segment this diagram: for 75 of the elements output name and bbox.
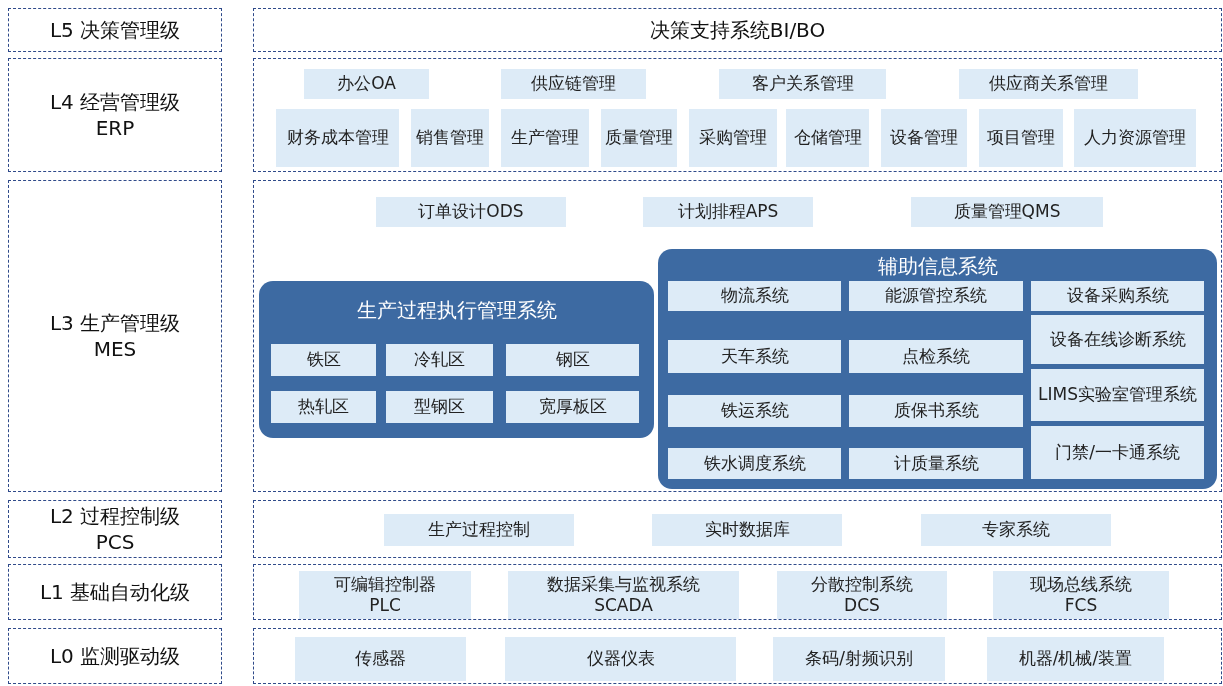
layer-panel	[253, 500, 1222, 558]
module-box: 门禁/一卡通系统	[1031, 426, 1204, 479]
module-box	[508, 571, 739, 619]
module-box: 宽厚板区	[506, 391, 639, 423]
module-box: 热轧区	[271, 391, 376, 423]
panel-title: 生产过程执行管理系统	[355, 297, 558, 324]
module-box: 铁区	[271, 344, 376, 376]
module-box	[299, 571, 471, 619]
system-panel	[658, 249, 1217, 489]
text-line: 现场总线系统	[1030, 573, 1132, 595]
module-box: 铁运系统	[668, 395, 841, 427]
level-label-box: L5 决策管理级	[8, 8, 222, 52]
module-box: 计质量系统	[849, 448, 1023, 479]
module-box: 客户关系管理	[719, 69, 886, 99]
module-box: LIMS实验室管理系统	[1031, 369, 1204, 421]
layer-panel	[253, 564, 1222, 620]
module-box: 机器/机械/装置	[987, 637, 1164, 681]
module-box: 实时数据库	[652, 514, 842, 546]
text-line: MES	[93, 336, 137, 362]
module-box: 钢区	[506, 344, 639, 376]
module-box: 点检系统	[849, 340, 1023, 373]
module-box	[777, 571, 947, 619]
module-box: 仓储管理	[786, 109, 869, 167]
module-box: 设备在线诊断系统	[1031, 315, 1204, 364]
module-box: 型钢区	[386, 391, 493, 423]
module-box: 采购管理	[689, 109, 777, 167]
module-box: 项目管理	[979, 109, 1063, 167]
module-box: 生产过程控制	[384, 514, 574, 546]
module-box: 仪器仪表	[505, 637, 736, 681]
module-box: 供应链管理	[501, 69, 646, 99]
text-line: 可编辑控制器	[334, 573, 436, 595]
module-box: 设备采购系统	[1031, 281, 1204, 311]
module-box: 专家系统	[921, 514, 1111, 546]
level-label-box	[8, 58, 222, 172]
module-box: 传感器	[295, 637, 466, 681]
level-label-box	[8, 180, 222, 492]
module-box: 销售管理	[411, 109, 489, 167]
level-label-box: L0 监测驱动级	[8, 628, 222, 684]
module-box: 办公OA	[304, 69, 429, 99]
module-box	[993, 571, 1169, 619]
module-box: 质量管理	[601, 109, 677, 167]
module-box: 质保书系统	[849, 395, 1023, 427]
module-box: 质量管理QMS	[911, 197, 1103, 227]
module-box: 能源管控系统	[849, 281, 1023, 311]
module-box: 设备管理	[881, 109, 967, 167]
level-label-box	[8, 500, 222, 558]
text-line: DCS	[844, 595, 880, 617]
module-box: 冷轧区	[386, 344, 493, 376]
text-line: L3 生产管理级	[49, 310, 181, 336]
text-line: 数据采集与监视系统	[547, 573, 700, 595]
text-line: PCS	[95, 529, 135, 555]
layer-panel	[253, 628, 1222, 684]
text-line: 分散控制系统	[811, 573, 913, 595]
text-line: L4 经营管理级	[49, 89, 181, 115]
module-box: 铁水调度系统	[668, 448, 841, 479]
layer-panel	[253, 58, 1222, 172]
level-label-box: L1 基础自动化级	[8, 564, 222, 620]
layer-panel: 决策支持系统BI/BO	[253, 8, 1222, 52]
system-panel	[259, 281, 654, 438]
module-box: 计划排程APS	[643, 197, 813, 227]
text-line: SCADA	[594, 595, 653, 617]
module-box: 人力资源管理	[1074, 109, 1196, 167]
text-line: PLC	[369, 595, 401, 617]
text-line: FCS	[1064, 595, 1098, 617]
module-box: 条码/射频识别	[773, 637, 945, 681]
module-box: 供应商关系管理	[959, 69, 1138, 99]
module-box: 生产管理	[501, 109, 589, 167]
module-box: 天车系统	[668, 340, 841, 373]
panel-title: 辅助信息系统	[876, 253, 999, 280]
layer-panel	[253, 180, 1222, 492]
text-line: ERP	[95, 115, 135, 141]
text-line: L2 过程控制级	[49, 503, 181, 529]
module-box: 财务成本管理	[276, 109, 399, 167]
module-box: 物流系统	[668, 281, 841, 311]
module-box: 订单设计ODS	[376, 197, 566, 227]
